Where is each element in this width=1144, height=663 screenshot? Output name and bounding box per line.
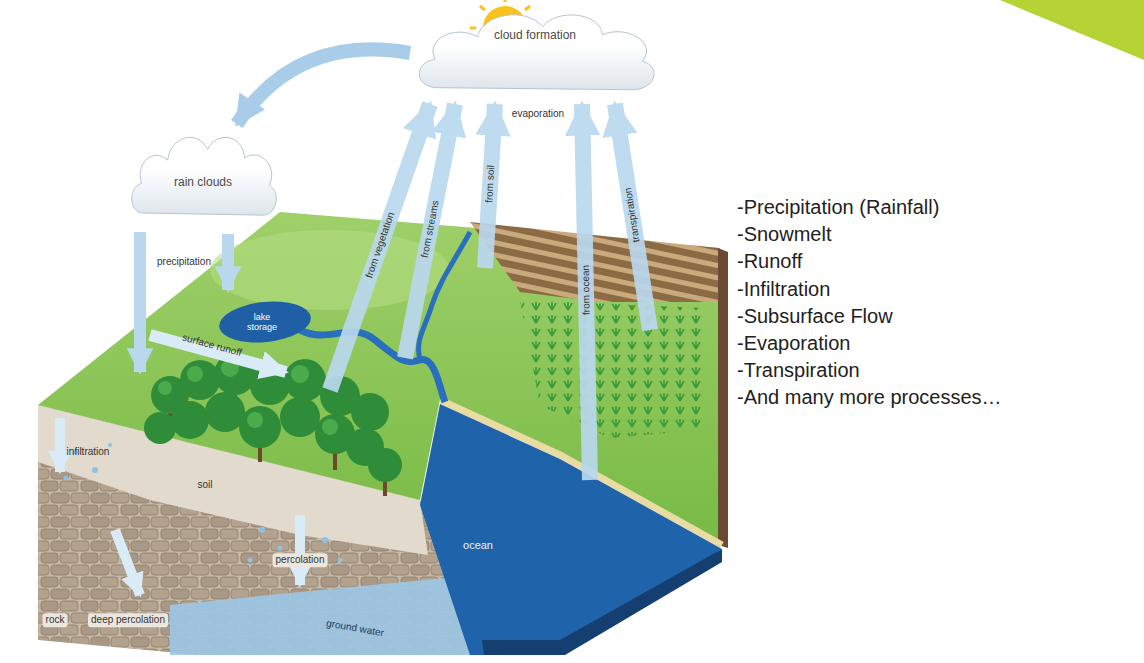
ground-cross-section [92, 467, 98, 473]
list-item: -Snowmelt [737, 223, 831, 246]
list-item: -Runoff [737, 250, 802, 273]
list-item: -And many more processes… [737, 386, 1002, 409]
trees [187, 366, 203, 382]
cloud-shape [410, 2, 660, 104]
ground-cross-section [322, 537, 328, 543]
ocean-water [420, 404, 722, 655]
trees [158, 381, 172, 395]
sun [480, 6, 485, 10]
diagram-label: evaporation [512, 108, 564, 120]
trees [284, 359, 326, 401]
trees [322, 419, 338, 435]
ground-arrows [115, 530, 140, 595]
precipitation-arrows [134, 232, 146, 372]
trees [239, 406, 281, 448]
precipitation-arrows [222, 234, 234, 290]
cloud-drift-arrow [237, 49, 410, 124]
trees [291, 365, 309, 383]
ground-arrows [295, 515, 305, 585]
crop-field [520, 300, 705, 438]
list-item: -Transpiration [737, 359, 860, 382]
cloud-shape [132, 137, 277, 215]
trees [205, 392, 245, 432]
ground-arrows [55, 418, 65, 472]
trees [368, 448, 402, 482]
diagram-label: lake storage [240, 312, 284, 333]
diagram-label: rock [43, 613, 68, 627]
diagram-label: deep percolation [88, 613, 168, 627]
evaporation-arrows [330, 104, 650, 480]
rain-cloud: rain clouds [126, 124, 280, 230]
cloud-formation-cloud: cloud formation [410, 2, 660, 104]
sun [470, 27, 476, 30]
trees [351, 393, 389, 431]
diagram-label: ocean [463, 539, 493, 552]
trees [247, 412, 263, 428]
cloud-shape [419, 15, 654, 90]
lake [217, 297, 313, 346]
list-item: -Precipitation (Rainfall) [737, 196, 939, 219]
land-side-face [718, 248, 728, 548]
evaporation-arrows [405, 104, 455, 358]
trees [171, 401, 209, 439]
sun [504, 0, 507, 2]
diagram-label: from soil [483, 165, 496, 203]
diagram-label: soil [197, 479, 212, 491]
trees [158, 359, 338, 435]
ground-cross-section [170, 578, 475, 655]
ground-cross-section [259, 527, 265, 533]
evaporation-arrows [615, 104, 650, 330]
ploughed-field [470, 222, 718, 302]
diagram-label: precipitation [157, 256, 211, 268]
trees [144, 412, 176, 444]
list-item: -Evaporation [737, 332, 850, 355]
cloud-label: cloud formation [494, 28, 576, 42]
cloud-label: rain clouds [174, 175, 232, 189]
diagram-label: percolation [273, 553, 328, 567]
corner-accent [1000, 0, 1144, 60]
list-item: -Subsurface Flow [737, 305, 893, 328]
ground-cross-section [338, 558, 343, 563]
diagram-label: infiltration [67, 446, 110, 458]
ground-cross-section [248, 558, 253, 563]
ground-cross-section [64, 476, 69, 481]
ground-arrows [60, 418, 300, 595]
trees [180, 360, 220, 400]
sun [525, 6, 530, 10]
diagram-label: from ocean [580, 265, 592, 315]
ground-cross-section [278, 546, 283, 551]
ocean-depth [482, 549, 722, 655]
list-item: -Infiltration [737, 278, 830, 301]
trees [280, 397, 320, 437]
